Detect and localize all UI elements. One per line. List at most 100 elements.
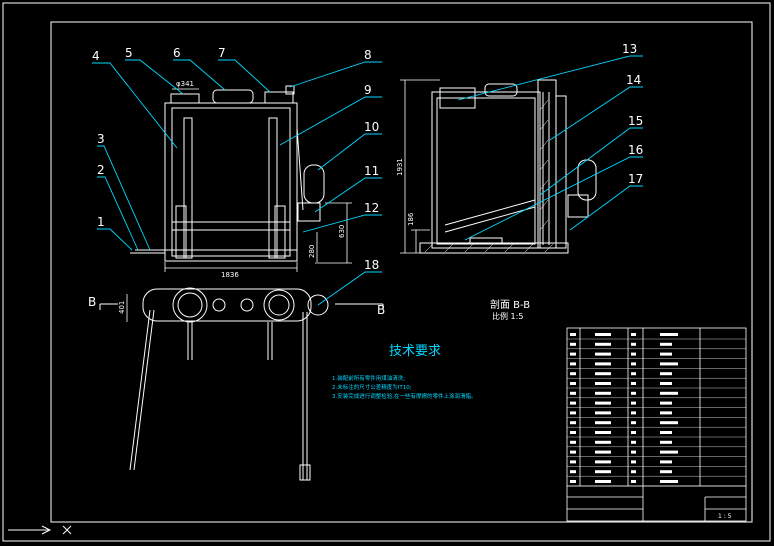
- parts-cell-glyph: [660, 342, 672, 346]
- parts-cell-glyph: [570, 411, 576, 415]
- dim-overall-width: 1836: [221, 271, 239, 279]
- parts-list-table: [566, 327, 747, 522]
- section-dimensions: [400, 79, 440, 254]
- parts-cell-glyph: [570, 440, 576, 444]
- parts-cell-glyph: [570, 470, 576, 474]
- leader-number-10: 10: [364, 120, 379, 134]
- parts-cell-glyph: [660, 470, 672, 474]
- leader-number-4: 4: [92, 49, 100, 63]
- parts-cell-glyph: [660, 391, 678, 395]
- parts-cell-glyph: [595, 401, 611, 405]
- leader-number-8: 8: [364, 48, 372, 62]
- section-mark-right: B: [377, 303, 385, 317]
- parts-cell-glyph: [660, 480, 678, 483]
- leader-number-1: 1: [97, 215, 105, 229]
- leader-number-16: 16: [628, 143, 643, 157]
- leader-number-13: 13: [622, 42, 637, 56]
- section-mark-left: B: [88, 295, 96, 309]
- section-view: [419, 79, 597, 254]
- leader-number-9: 9: [364, 83, 372, 97]
- tech-note-3: 3.安装完成进行调整检验,在一些有摩擦的零件上涂润滑脂。: [332, 392, 477, 400]
- parts-cell-glyph: [595, 342, 611, 346]
- parts-cell-glyph: [631, 470, 636, 474]
- parts-cell-glyph: [631, 382, 636, 385]
- parts-cell-glyph: [631, 372, 636, 376]
- front-dimensions: [126, 88, 352, 322]
- parts-cell-glyph: [631, 440, 636, 444]
- leader-number-7: 7: [218, 46, 226, 60]
- parts-cell-glyph: [570, 333, 576, 336]
- parts-cell-glyph: [595, 460, 611, 464]
- parts-cell-glyph: [570, 460, 576, 464]
- parts-cell-glyph: [570, 401, 576, 405]
- dim-height-401: 401: [118, 301, 126, 314]
- parts-cell-glyph: [631, 352, 636, 356]
- dim-height-280: 280: [308, 245, 316, 258]
- parts-cell-glyph: [595, 411, 611, 415]
- parts-cell-glyph: [595, 480, 611, 483]
- leader-number-11: 11: [364, 164, 379, 178]
- leader-number-17: 17: [628, 172, 643, 186]
- leader-number-15: 15: [628, 114, 643, 128]
- parts-cell-glyph: [570, 382, 576, 385]
- parts-cell-glyph: [570, 450, 576, 454]
- parts-list-rows: [567, 333, 746, 487]
- parts-cell-glyph: [595, 382, 611, 385]
- origin-arrow-icon: [8, 525, 72, 535]
- tech-note-2: 2.未标注的尺寸公差精度为IT10;: [332, 383, 412, 391]
- title-block-scale: 1 : 5: [718, 513, 732, 520]
- parts-cell-glyph: [595, 450, 611, 454]
- parts-cell-glyph: [631, 333, 636, 336]
- parts-cell-glyph: [595, 431, 611, 434]
- dim-height-630: 630: [338, 225, 346, 238]
- parts-cell-glyph: [660, 382, 672, 385]
- parts-cell-glyph: [570, 362, 576, 366]
- parts-cell-glyph: [595, 333, 611, 336]
- section-label: 剖面 B-B: [490, 298, 530, 311]
- parts-cell-glyph: [631, 401, 636, 405]
- section-hatch: [424, 99, 554, 253]
- leader-number-3: 3: [97, 132, 105, 146]
- parts-cell-glyph: [595, 362, 611, 366]
- leader-number-2: 2: [97, 163, 105, 177]
- parts-cell-glyph: [660, 333, 678, 336]
- parts-cell-glyph: [660, 460, 672, 464]
- parts-cell-glyph: [660, 450, 678, 454]
- section-cut-marks: [99, 303, 384, 310]
- parts-cell-glyph: [570, 372, 576, 376]
- parts-cell-glyph: [631, 411, 636, 415]
- dim-top-diameter: φ341: [176, 80, 194, 88]
- parts-cell-glyph: [595, 372, 611, 376]
- parts-cell-glyph: [595, 352, 611, 356]
- parts-cell-glyph: [631, 362, 636, 366]
- parts-cell-glyph: [660, 352, 672, 356]
- leader-number-14: 14: [626, 73, 641, 87]
- parts-cell-glyph: [570, 431, 576, 434]
- tech-title: 技术要求: [389, 344, 441, 359]
- front-view: [130, 85, 325, 262]
- parts-cell-glyph: [631, 391, 636, 395]
- dim-section-small: 186: [407, 212, 415, 226]
- parts-cell-glyph: [660, 401, 672, 405]
- parts-cell-glyph: [595, 470, 611, 474]
- parts-cell-glyph: [631, 421, 636, 425]
- parts-cell-glyph: [631, 342, 636, 346]
- parts-cell-glyph: [570, 421, 576, 425]
- tech-note-1: 1.装配前所有零件用煤油清洗;: [332, 374, 405, 382]
- parts-cell-glyph: [595, 440, 611, 444]
- leader-number-18: 18: [364, 258, 379, 272]
- parts-cell-glyph: [660, 362, 678, 366]
- leader-number-6: 6: [173, 46, 181, 60]
- inner-frame: [50, 21, 753, 523]
- parts-cell-glyph: [570, 342, 576, 346]
- parts-cell-glyph: [631, 450, 636, 454]
- parts-cell-glyph: [631, 460, 636, 464]
- parts-cell-glyph: [660, 372, 672, 376]
- parts-cell-glyph: [570, 391, 576, 395]
- parts-cell-glyph: [631, 431, 636, 434]
- leader-lines: [92, 55, 643, 306]
- parts-cell-glyph: [631, 480, 636, 483]
- parts-cell-glyph: [660, 411, 672, 415]
